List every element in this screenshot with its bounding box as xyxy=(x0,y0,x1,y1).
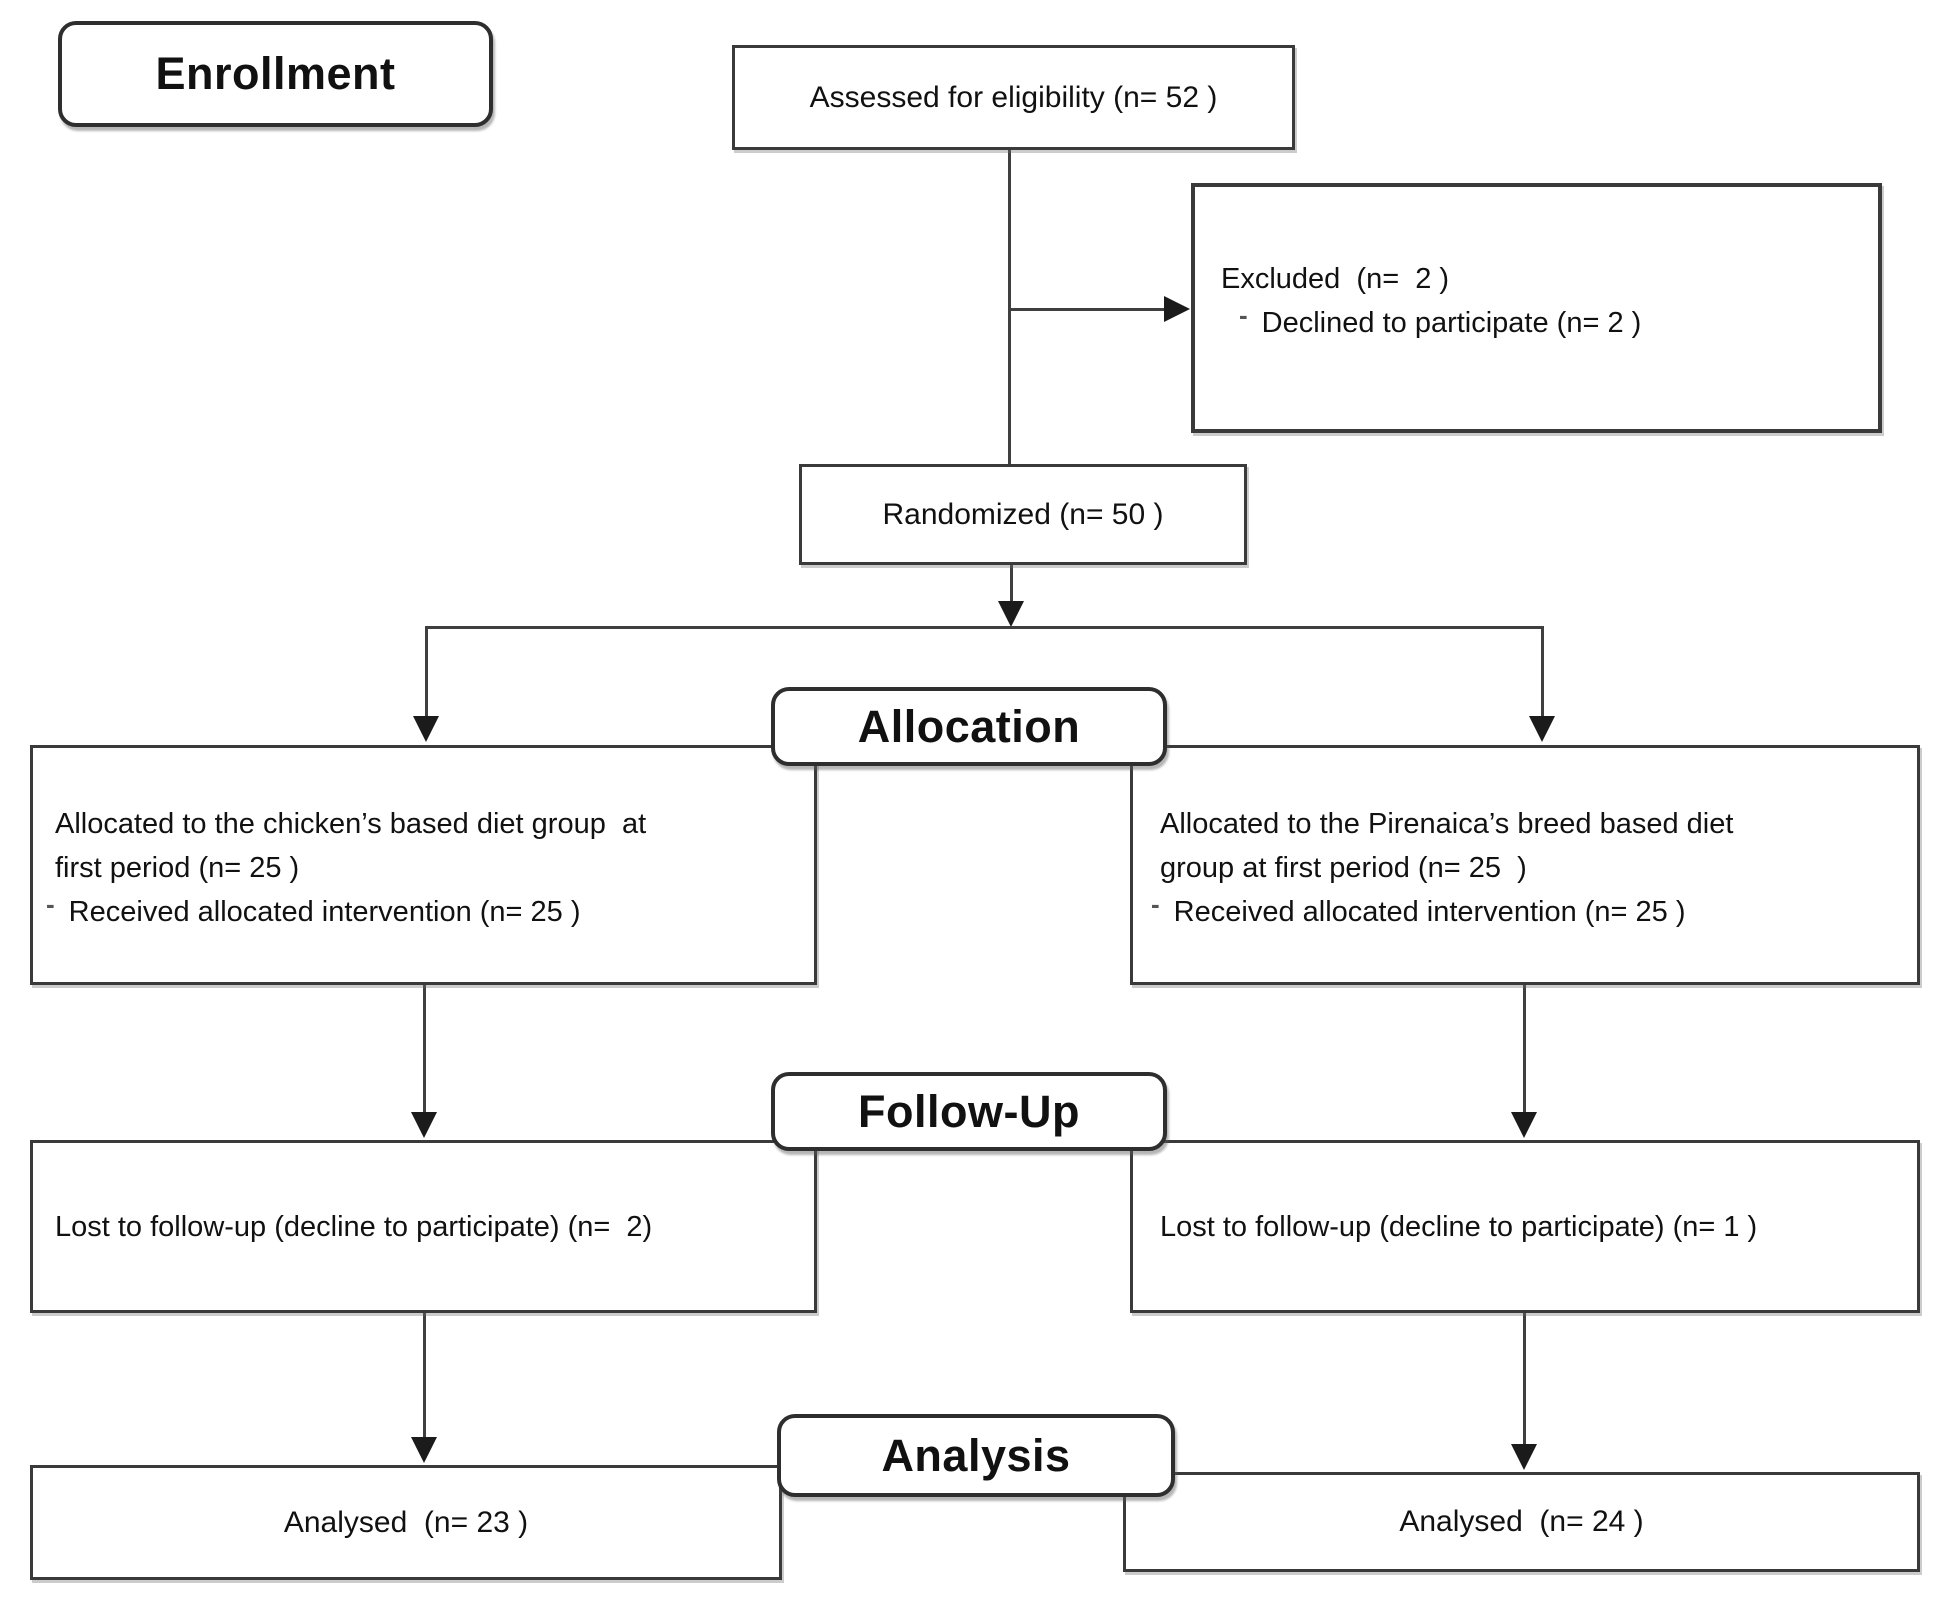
arrowhead-down-fu-right-icon xyxy=(1511,1112,1537,1138)
analysed-left-text: Analysed (n= 23 ) xyxy=(283,1505,529,1539)
bullet-dash-icon: - xyxy=(1239,300,1248,330)
analysis-stage-text: Analysis xyxy=(881,1429,1071,1481)
assessed-eligibility-box: Assessed for eligibility (n= 52 ) xyxy=(732,45,1295,150)
excluded-box: Excluded (n= 2 ) - Declined to participa… xyxy=(1191,183,1882,433)
excluded-title-text: Excluded (n= 2 ) xyxy=(1221,263,1450,295)
connector-alloc-right-to-fu xyxy=(1523,984,1526,1112)
bullet-dash-icon: - xyxy=(1151,889,1160,919)
analysed-left-box: Analysed (n= 23 ) xyxy=(30,1465,782,1580)
analysed-right-box: Analysed (n= 24 ) xyxy=(1123,1472,1920,1572)
allocation-stage-text: Allocation xyxy=(857,700,1081,752)
excluded-bullet-text: Declined to participate (n= 2 ) xyxy=(1261,307,1642,339)
followup-left-text: Lost to follow-up (decline to participat… xyxy=(55,1210,653,1243)
followup-right-box: Lost to follow-up (decline to participat… xyxy=(1130,1140,1920,1313)
arrowhead-right-excluded-icon xyxy=(1164,296,1190,322)
allocation-right-bullet-text: Received allocated intervention (n= 25 ) xyxy=(1173,896,1686,928)
enrollment-stage-text: Enrollment xyxy=(155,48,396,99)
followup-stage-text: Follow-Up xyxy=(858,1085,1080,1137)
arrowhead-down-splitter-icon xyxy=(998,601,1024,627)
connector-randomized-down xyxy=(1010,565,1013,605)
connector-splitter xyxy=(426,626,1544,629)
allocation-left-box: Allocated to the chicken’s based diet gr… xyxy=(30,745,817,985)
randomized-text: Randomized (n= 50 ) xyxy=(882,497,1164,531)
connector-fu-left-to-analysed xyxy=(423,1312,426,1437)
enrollment-stage-label: Enrollment xyxy=(58,21,493,127)
connector-assessed-to-randomized xyxy=(1008,150,1011,464)
excluded-bullet-line: - Declined to participate (n= 2 ) xyxy=(1239,300,1868,345)
connector-split-right xyxy=(1541,626,1544,716)
allocation-left-line2: first period (n= 25 ) xyxy=(55,852,300,884)
allocation-stage-label: Allocation xyxy=(771,687,1167,766)
connector-split-left xyxy=(425,626,428,716)
assessed-eligibility-text: Assessed for eligibility (n= 52 ) xyxy=(809,80,1218,114)
allocation-right-line1: Allocated to the Pirenaica’s breed based… xyxy=(1160,808,1734,840)
bullet-dash-icon: - xyxy=(46,889,55,919)
allocation-right-bullet-line: - Received allocated intervention (n= 25… xyxy=(1151,889,1903,934)
allocation-left-line1: Allocated to the chicken’s based diet gr… xyxy=(55,808,647,840)
analysis-stage-label: Analysis xyxy=(777,1414,1175,1497)
followup-stage-label: Follow-Up xyxy=(771,1072,1167,1151)
excluded-title-line: Excluded (n= 2 ) xyxy=(1221,257,1868,301)
allocation-right-box: Allocated to the Pirenaica’s breed based… xyxy=(1130,745,1920,985)
randomized-box: Randomized (n= 50 ) xyxy=(799,464,1247,565)
arrowhead-down-fu-left-icon xyxy=(411,1112,437,1138)
followup-right-text: Lost to follow-up (decline to participat… xyxy=(1160,1210,1758,1243)
arrowhead-down-analysed-right-icon xyxy=(1511,1444,1537,1470)
connector-alloc-left-to-fu xyxy=(423,984,426,1112)
connector-to-excluded xyxy=(1008,308,1166,311)
arrowhead-down-alloc-left-icon xyxy=(413,716,439,742)
arrowhead-down-alloc-right-icon xyxy=(1529,716,1555,742)
followup-left-box: Lost to follow-up (decline to participat… xyxy=(30,1140,817,1313)
analysed-right-text: Analysed (n= 24 ) xyxy=(1399,1505,1644,1538)
allocation-left-bullet-line: - Received allocated intervention (n= 25… xyxy=(46,889,800,934)
allocation-left-bullet-text: Received allocated intervention (n= 25 ) xyxy=(68,896,581,928)
connector-fu-right-to-analysed xyxy=(1523,1312,1526,1444)
allocation-right-line2: group at first period (n= 25 ) xyxy=(1160,852,1527,884)
arrowhead-down-analysed-left-icon xyxy=(411,1437,437,1463)
